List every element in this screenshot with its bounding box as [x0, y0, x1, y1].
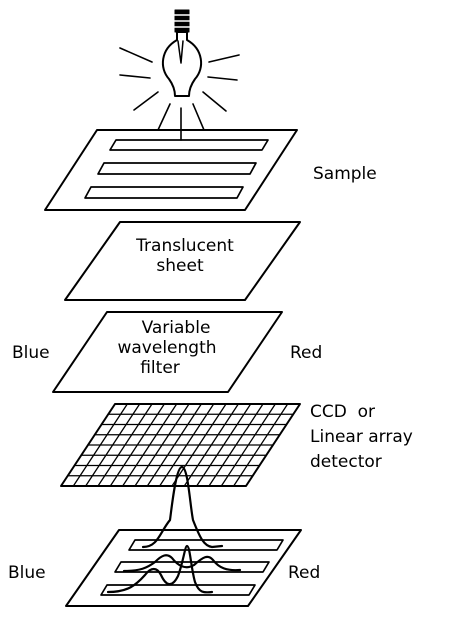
spectrum-curve — [122, 554, 242, 573]
output-red-label: Red — [288, 563, 320, 583]
light-rays — [119, 47, 240, 141]
sample-strip — [97, 162, 257, 175]
grid-line — [109, 403, 165, 487]
light-bulb-icon — [161, 9, 203, 97]
filter-label: Variable — [142, 318, 211, 338]
spectrum-curve — [106, 544, 214, 594]
grid-line — [72, 403, 128, 487]
grid-line — [196, 403, 252, 487]
sample-strip — [109, 139, 269, 151]
output-strip — [128, 539, 284, 551]
grid-line — [159, 403, 215, 487]
output-blue-label: Blue — [8, 563, 46, 583]
sample-plate — [44, 129, 298, 211]
grid-line — [97, 403, 153, 487]
grid-line — [183, 403, 239, 487]
detector-label: detector — [310, 452, 382, 472]
sample-strip — [84, 186, 244, 199]
detector-grid — [60, 403, 301, 487]
grid-line — [146, 403, 202, 487]
output-strip — [114, 561, 270, 573]
filter-blue-label: Blue — [12, 343, 50, 363]
filter-red-label: Red — [290, 343, 322, 363]
filter-label: filter — [140, 358, 180, 378]
grid-line — [171, 403, 227, 487]
variable-wavelength-filter — [52, 311, 283, 393]
detector-label: Linear array — [310, 427, 413, 447]
translucent-sheet — [64, 221, 301, 301]
translucent-sheet-label: sheet — [156, 256, 204, 276]
spectrum-curves — [106, 465, 242, 594]
grid-line — [233, 403, 289, 487]
output-plate — [65, 529, 302, 607]
grid-line — [122, 403, 178, 487]
sample-label: Sample — [313, 164, 377, 184]
detector-label: CCD or — [310, 402, 375, 422]
spectrum-curve — [141, 465, 224, 549]
grid-line — [208, 403, 264, 487]
filter-label: wavelength — [117, 338, 216, 358]
grid-line — [85, 403, 141, 487]
output-strip — [100, 584, 256, 596]
translucent-sheet-label: Translucent — [135, 236, 234, 256]
grid-line — [134, 403, 190, 487]
grid-line — [220, 403, 276, 487]
